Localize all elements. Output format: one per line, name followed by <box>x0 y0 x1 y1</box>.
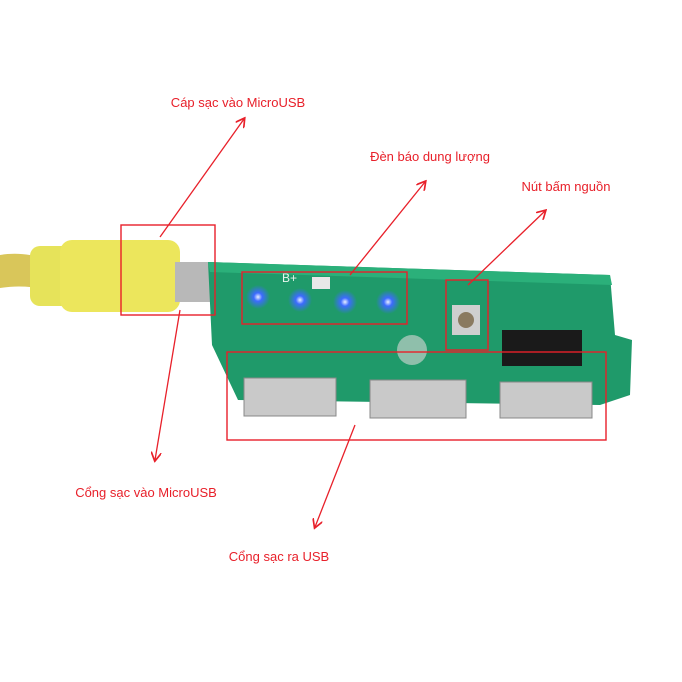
label-usb-output-ports: Cổng sạc ra USB <box>228 549 330 564</box>
board-marking: B+ <box>282 271 297 285</box>
label-battery-leds: Đèn báo dung lượng <box>370 149 490 164</box>
usb-output-ports <box>243 377 593 419</box>
label-micro-usb-port: Cổng sạc vào MicroUSB <box>75 485 217 500</box>
annotation-arrows <box>155 119 545 527</box>
label-power-button: Nút bấm nguồn <box>521 179 611 194</box>
pcb-board <box>208 262 632 405</box>
battery-leds <box>246 285 400 314</box>
label-cable-micro-usb: Cáp sạc vào MicroUSB <box>170 95 306 110</box>
micro-usb-cable <box>0 240 215 312</box>
highlight-boxes <box>120 224 607 441</box>
ic-chip <box>502 330 582 366</box>
